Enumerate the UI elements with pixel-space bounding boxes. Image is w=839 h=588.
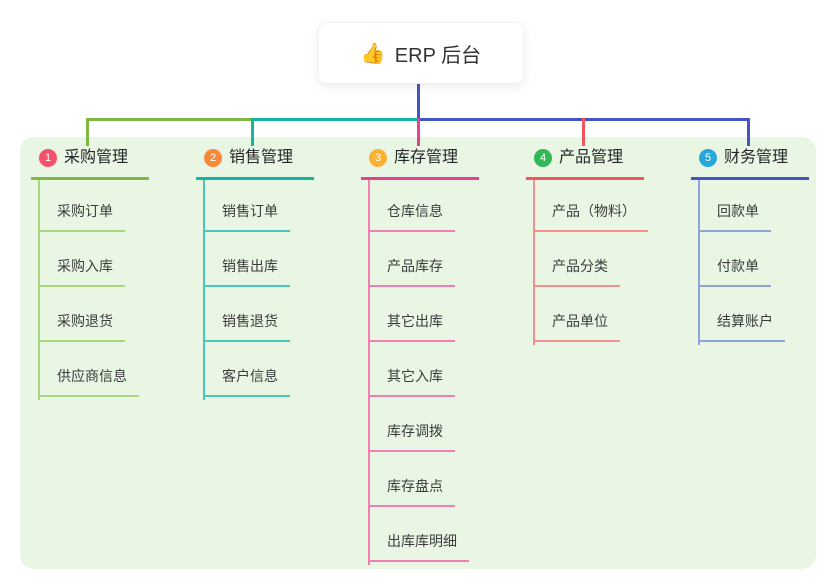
connector-drop-branch-1 — [86, 118, 89, 146]
branch-header-inventory[interactable]: 3 库存管理 — [361, 146, 479, 180]
mindmap-node-item[interactable]: 供应商信息 — [38, 366, 139, 397]
mindmap-node-item[interactable]: 采购退货 — [38, 311, 125, 342]
branch-children: 产品（物料） 产品分类产品单位 — [526, 201, 648, 342]
mindmap-node-item[interactable]: 客户信息 — [203, 366, 290, 397]
branch-children: 采购订单采购入库采购退货供应商信息 — [31, 201, 149, 397]
branch-number-badge: 5 — [699, 149, 717, 167]
mindmap-node-item[interactable]: 库存调拨 — [368, 421, 455, 452]
branch-header-finance[interactable]: 5 财务管理 — [691, 146, 809, 180]
branch-number-badge: 3 — [369, 149, 387, 167]
canvas-panel — [20, 137, 816, 569]
mindmap-node-item[interactable]: 销售出库 — [203, 256, 290, 287]
branch-header-product[interactable]: 4 产品管理 — [526, 146, 644, 180]
connector-drop-branch-2 — [251, 118, 254, 146]
branch-children: 销售订单销售出库销售退货客户信息 — [196, 201, 314, 397]
branch-label: 采购管理 — [64, 149, 129, 166]
branch-label: 财务管理 — [724, 149, 789, 166]
branch-spine — [38, 180, 40, 400]
mindmap-node-item[interactable]: 回款单 — [698, 201, 771, 232]
root-node-label: ERP 后台 — [394, 44, 482, 67]
mindmap-node-item[interactable]: 付款单 — [698, 256, 771, 287]
mindmap-node-item[interactable]: 库存盘点 — [368, 476, 455, 507]
mindmap-node-item[interactable]: 采购订单 — [38, 201, 125, 232]
branch-spine — [368, 180, 370, 565]
root-node[interactable]: 👍 ERP 后台 — [318, 22, 524, 84]
mindmap-node-item[interactable]: 出库库明细 — [368, 531, 469, 562]
connector-drop-branch-3 — [417, 118, 420, 146]
mindmap-node-item[interactable]: 仓库信息 — [368, 201, 455, 232]
branch-children: 回款单付款单结算账户 — [691, 201, 809, 342]
branch-spine — [533, 180, 535, 345]
branch-label: 销售管理 — [229, 149, 294, 166]
connector-rail-left — [86, 118, 254, 121]
branch-number-badge: 2 — [204, 149, 222, 167]
mindmap-node-item[interactable]: 销售退货 — [203, 311, 290, 342]
thumbs-up-icon: 👍 — [360, 42, 386, 65]
branch-children: 仓库信息产品库存其它出库其它入库库存调拨库存盘点出库库明细 — [361, 201, 479, 562]
connector-drop-branch-4 — [582, 118, 585, 146]
mindmap-node-item[interactable]: 结算账户 — [698, 311, 785, 342]
mindmap-node-item[interactable]: 采购入库 — [38, 256, 125, 287]
branch-spine — [698, 180, 700, 345]
branch-label: 库存管理 — [394, 149, 459, 166]
branch-header-sales[interactable]: 2 销售管理 — [196, 146, 314, 180]
branch-number-badge: 4 — [534, 149, 552, 167]
connector-drop-branch-5 — [747, 118, 750, 146]
mindmap-node-item[interactable]: 产品分类 — [533, 256, 620, 287]
mindmap-node-item[interactable]: 产品（物料） — [533, 201, 648, 232]
connector-rail-mid — [254, 118, 418, 121]
branch-header-procurement[interactable]: 1 采购管理 — [31, 146, 149, 180]
branch-number-badge: 1 — [39, 149, 57, 167]
mindmap-node-item[interactable]: 其它入库 — [368, 366, 455, 397]
mindmap-node-item[interactable]: 其它出库 — [368, 311, 455, 342]
connector-root-drop — [417, 82, 420, 121]
mindmap-node-item[interactable]: 销售订单 — [203, 201, 290, 232]
mindmap-node-item[interactable]: 产品单位 — [533, 311, 620, 342]
mindmap-node-item[interactable]: 产品库存 — [368, 256, 455, 287]
branch-label: 产品管理 — [559, 149, 624, 166]
branch-spine — [203, 180, 205, 400]
